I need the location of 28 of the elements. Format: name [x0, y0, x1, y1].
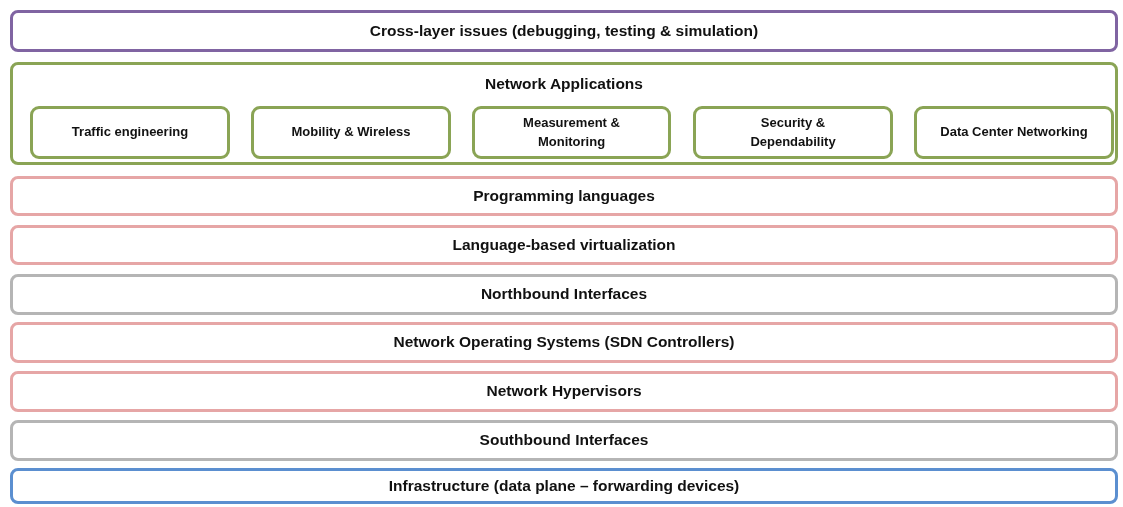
layer-bar — [10, 322, 1118, 363]
group-panel — [10, 62, 1118, 165]
layer-label: Infrastructure (data plane – forwarding devices) — [388, 476, 740, 496]
application-label: Traffic engineering — [71, 123, 189, 142]
application-label: Mobility & Wireless — [291, 123, 411, 142]
layer-bar — [10, 420, 1118, 461]
group-title: Network Applications — [485, 75, 643, 94]
layer-label: Language-based virtualization — [452, 235, 676, 255]
layer-label: Cross-layer issues (debugging, testing & simulation) — [369, 21, 759, 41]
application-box — [472, 106, 671, 159]
layer-label: Network Operating Systems (SDN Controllers) — [393, 333, 735, 352]
layer-bar — [10, 371, 1118, 412]
layer-label: Northbound Interfaces — [480, 285, 648, 304]
layer-label: Network Hypervisors — [486, 382, 642, 401]
application-box — [251, 106, 451, 159]
application-box — [914, 106, 1114, 159]
layer-label: Southbound Interfaces — [479, 431, 649, 450]
application-label: Security & Dependability — [749, 114, 837, 151]
application-label: Data Center Networking — [940, 123, 1088, 142]
application-box — [693, 106, 893, 159]
layer-bar — [10, 274, 1118, 315]
application-box — [30, 106, 230, 159]
application-label: Measurement & Monitoring — [522, 114, 621, 151]
layer-bar — [10, 468, 1118, 504]
layer-bar — [10, 10, 1118, 52]
layer-bar — [10, 225, 1118, 265]
layer-label: Programming languages — [473, 186, 655, 206]
layer-bar — [10, 176, 1118, 216]
